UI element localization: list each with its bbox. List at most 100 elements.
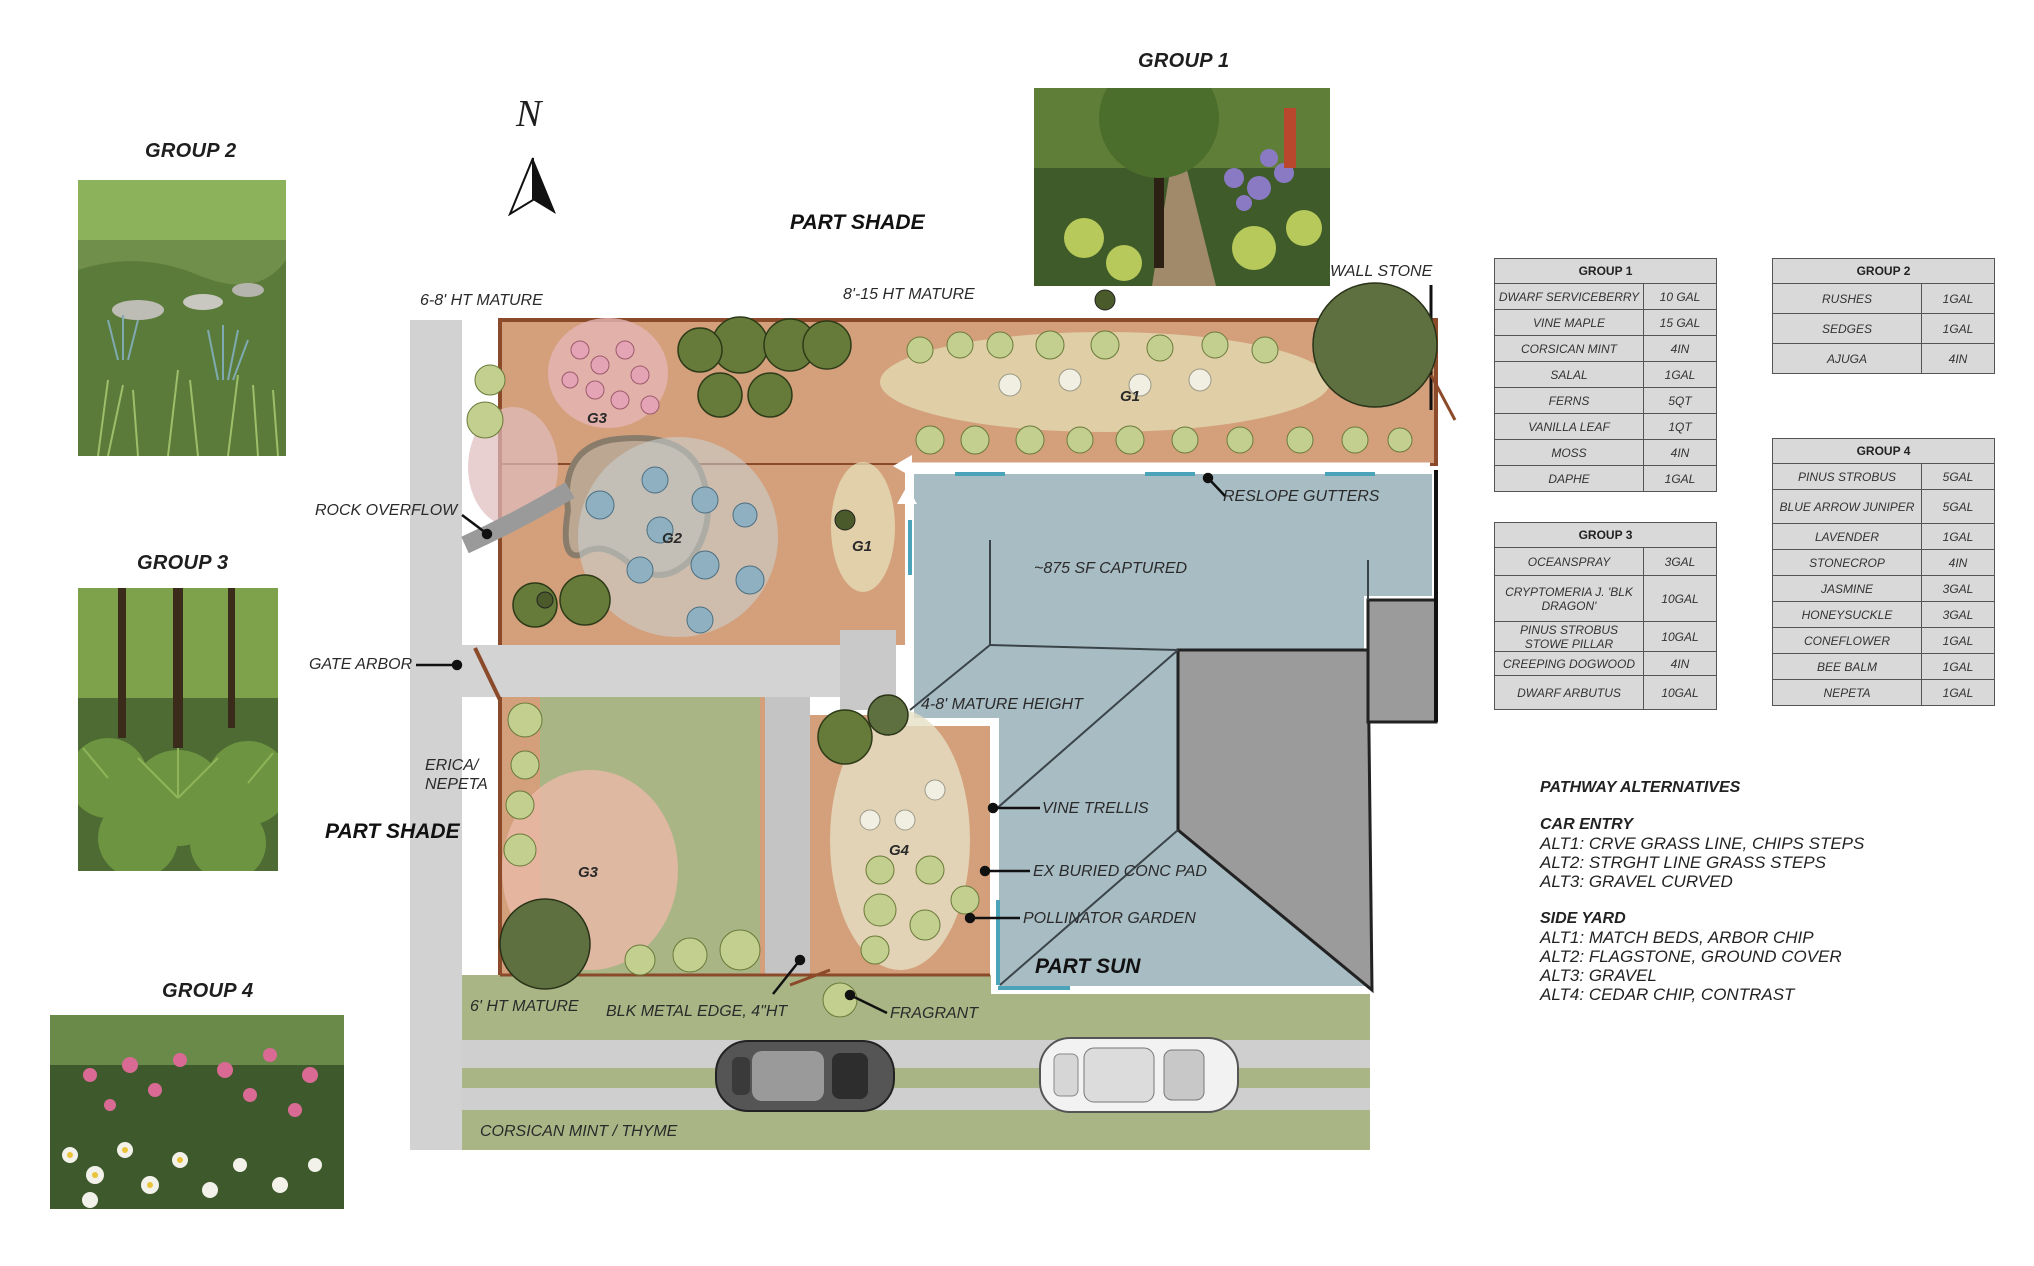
table-cell: 3GAL bbox=[1921, 575, 1995, 602]
table-cell: SALAL bbox=[1494, 361, 1644, 388]
table-cell: 1QT bbox=[1643, 413, 1717, 440]
table-cell: 3GAL bbox=[1921, 601, 1995, 628]
table-cell: 5GAL bbox=[1921, 463, 1995, 490]
table-cell: CREEPING DOGWOOD bbox=[1494, 651, 1644, 676]
table-cell: 10 GAL bbox=[1643, 283, 1717, 310]
bed-g1-label: G1 bbox=[1120, 388, 1141, 405]
table-cell: 1GAL bbox=[1921, 679, 1995, 706]
corsican-mint-label: CORSICAN MINT / THYME bbox=[480, 1123, 678, 1140]
table-cell: 5GAL bbox=[1921, 489, 1995, 524]
bed-g1-small-label: G1 bbox=[852, 538, 873, 555]
center-walk bbox=[765, 697, 810, 975]
table-cell: 1GAL bbox=[1921, 313, 1995, 344]
part-shade-left-label: PART SHADE bbox=[325, 820, 460, 843]
table-cell: 4IN bbox=[1643, 335, 1717, 362]
table-cell: 3GAL bbox=[1643, 547, 1717, 576]
table-cell: 1GAL bbox=[1921, 283, 1995, 314]
group-3-title: GROUP 3 bbox=[137, 552, 229, 574]
group-4-title: GROUP 4 bbox=[162, 980, 254, 1002]
gravel-path bbox=[462, 645, 892, 697]
group-2-photo bbox=[78, 180, 286, 456]
group-3-photo bbox=[78, 588, 278, 871]
table-cell: RUSHES bbox=[1772, 283, 1922, 314]
group-3-table-title: GROUP 3 bbox=[1494, 522, 1717, 548]
group-4-table-title: GROUP 4 bbox=[1772, 438, 1995, 464]
table-cell: VANILLA LEAF bbox=[1494, 413, 1644, 440]
table-cell: CONEFLOWER bbox=[1772, 627, 1922, 654]
north-arrow-icon bbox=[508, 157, 556, 216]
table-cell: STONECROP bbox=[1772, 549, 1922, 576]
table-cell: 4IN bbox=[1643, 651, 1717, 676]
table-cell: DAPHE bbox=[1494, 465, 1644, 492]
captured-area-label: ~875 SF CAPTURED bbox=[1034, 560, 1188, 577]
wall-stone-label: WALL STONE bbox=[1330, 263, 1433, 280]
car-entry-alt-1: ALT1: CRVE GRASS LINE, CHIPS STEPS bbox=[1540, 834, 1865, 853]
mature-4-8-label: 4-8' MATURE HEIGHT bbox=[921, 696, 1083, 713]
table-cell: 1GAL bbox=[1921, 627, 1995, 654]
table-cell: SEDGES bbox=[1772, 313, 1922, 344]
table-cell: CORSICAN MINT bbox=[1494, 335, 1644, 362]
table-cell: VINE MAPLE bbox=[1494, 309, 1644, 336]
table-cell: JASMINE bbox=[1772, 575, 1922, 602]
erica-label-1: ERICA/ bbox=[425, 757, 479, 774]
table-cell: 4IN bbox=[1921, 343, 1995, 374]
mature-8-15-label: 8'-15 HT MATURE bbox=[843, 286, 975, 303]
table-cell: LAVENDER bbox=[1772, 523, 1922, 550]
side-walkway bbox=[410, 320, 462, 1150]
table-cell: BLUE ARROW JUNIPER bbox=[1772, 489, 1922, 524]
vine-trellis-label: VINE TRELLIS bbox=[1042, 800, 1149, 817]
side-yard-alt-2: ALT2: FLAGSTONE, GROUND COVER bbox=[1540, 947, 1842, 966]
bed-g2-label: G2 bbox=[662, 530, 683, 547]
table-cell: PINUS STROBUS STOWE PILLAR bbox=[1494, 621, 1644, 652]
group-1-photo bbox=[1034, 88, 1330, 286]
table-cell: 1GAL bbox=[1921, 653, 1995, 680]
group-4-photo bbox=[50, 1015, 344, 1209]
bed-g2-circle bbox=[578, 437, 778, 637]
bed-g4-label: G4 bbox=[889, 842, 910, 859]
reslope-gutters-label: RESLOPE GUTTERS bbox=[1223, 488, 1380, 505]
gate-arbor-label: GATE ARBOR bbox=[309, 656, 413, 673]
pollinator-garden-label: POLLINATOR GARDEN bbox=[1023, 910, 1196, 927]
rock-overflow-label: ROCK OVERFLOW bbox=[315, 502, 458, 519]
mature-6-label: 6' HT MATURE bbox=[470, 998, 579, 1015]
table-cell: DWARF SERVICEBERRY bbox=[1494, 283, 1644, 310]
part-shade-top-label: PART SHADE bbox=[790, 211, 925, 234]
group-1-table-title: GROUP 1 bbox=[1494, 258, 1717, 284]
side-yard-alt-1: ALT1: MATCH BEDS, ARBOR CHIP bbox=[1540, 928, 1814, 947]
table-cell: 10GAL bbox=[1643, 621, 1717, 652]
table-cell: OCEANSPRAY bbox=[1494, 547, 1644, 576]
table-cell: 1GAL bbox=[1921, 523, 1995, 550]
conc-pad-label: EX BURIED CONC PAD bbox=[1033, 863, 1207, 880]
table-cell: PINUS STROBUS bbox=[1772, 463, 1922, 490]
metal-edge-label: BLK METAL EDGE, 4"HT bbox=[606, 1003, 788, 1020]
table-cell: MOSS bbox=[1494, 439, 1644, 466]
table-cell: 10GAL bbox=[1643, 675, 1717, 710]
table-cell: FERNS bbox=[1494, 387, 1644, 414]
table-cell: 1GAL bbox=[1643, 361, 1717, 388]
bed-g3-top-label: G3 bbox=[587, 410, 608, 427]
pathway-notes: PATHWAY ALTERNATIVES CAR ENTRY ALT1: CRV… bbox=[1540, 778, 1864, 1004]
white-car-icon bbox=[1039, 1037, 1239, 1113]
dark-car-icon bbox=[715, 1040, 895, 1112]
bed-g3-bottom-label: G3 bbox=[578, 864, 599, 881]
part-sun-label: PART SUN bbox=[1035, 955, 1141, 978]
car-entry-alt-3: ALT3: GRAVEL CURVED bbox=[1540, 872, 1733, 891]
erica-label-2: NEPETA bbox=[425, 776, 488, 793]
house-roof-gray bbox=[1176, 648, 1374, 994]
table-cell: DWARF ARBUTUS bbox=[1494, 675, 1644, 710]
side-yard-alt-3: ALT3: GRAVEL bbox=[1540, 966, 1657, 985]
table-cell: 1GAL bbox=[1643, 465, 1717, 492]
table-cell: 4IN bbox=[1921, 549, 1995, 576]
group-1-title: GROUP 1 bbox=[1138, 50, 1230, 72]
chimney bbox=[1366, 598, 1438, 724]
group-2-title: GROUP 2 bbox=[145, 140, 237, 162]
notes-heading: PATHWAY ALTERNATIVES bbox=[1540, 779, 1741, 796]
bed-g1-small-ellipse bbox=[831, 462, 895, 592]
table-cell: HONEYSUCKLE bbox=[1772, 601, 1922, 628]
mature-6-8-label: 6-8' HT MATURE bbox=[420, 292, 543, 309]
